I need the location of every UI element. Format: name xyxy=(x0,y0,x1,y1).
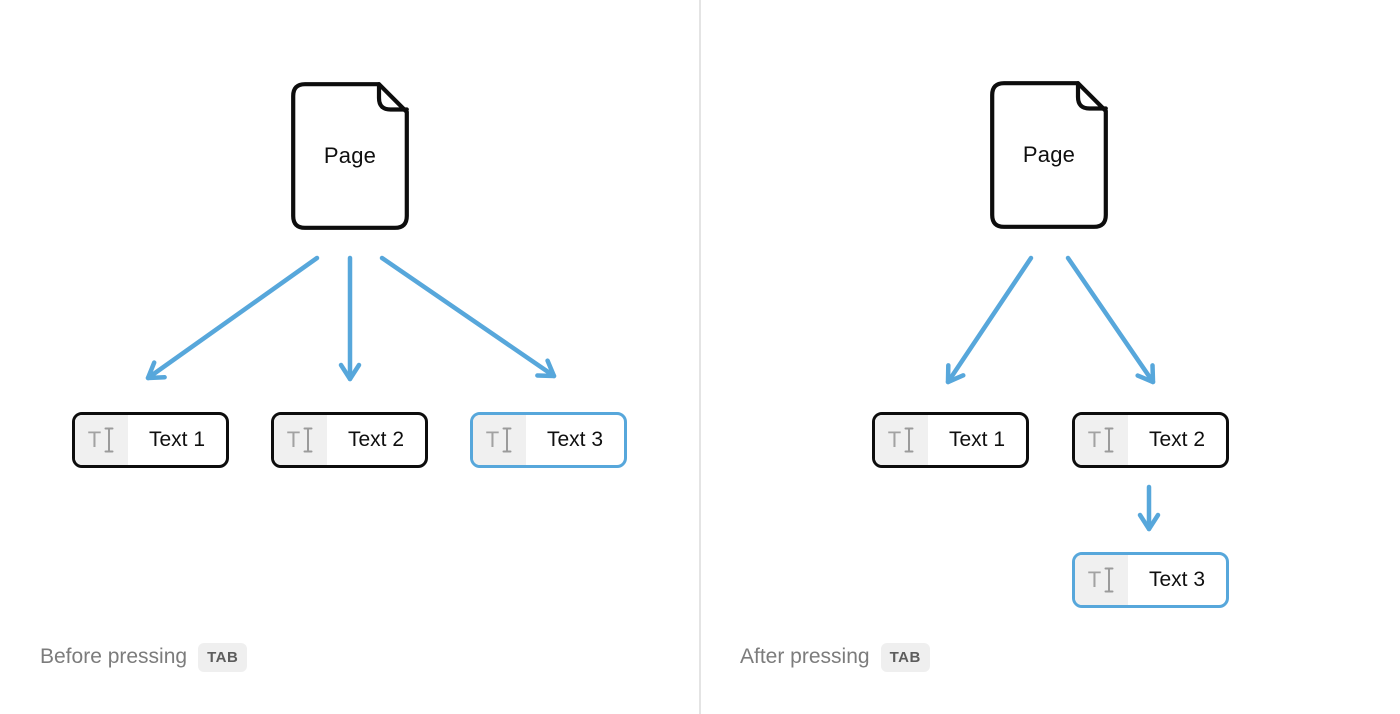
caption-text: Before pressing xyxy=(40,645,188,668)
caption-after: After pressing TAB xyxy=(740,640,930,674)
text-block-1: T Text 1 xyxy=(872,412,1029,468)
ibeam-cursor-icon xyxy=(1104,427,1114,453)
text-cursor-icon: T xyxy=(1075,555,1128,605)
text-cursor-icon: T xyxy=(75,415,128,465)
text-cursor-icon: T xyxy=(875,415,928,465)
page-document-icon xyxy=(291,82,409,230)
page-label: Page xyxy=(323,143,377,168)
text-icon-glyph: T xyxy=(1087,567,1102,592)
page-node: Page xyxy=(291,82,409,230)
tab-key-badge: TAB xyxy=(880,642,930,672)
page-document-icon xyxy=(990,81,1108,229)
arrow-after-page-to-text2 xyxy=(1065,255,1156,385)
arrow-before-page-to-text1 xyxy=(145,255,320,381)
ibeam-cursor-icon xyxy=(904,427,914,453)
text-block-3-highlighted-nested: T Text 3 xyxy=(1072,552,1229,608)
ibeam-cursor-icon xyxy=(1104,567,1114,593)
tab-key-badge: TAB xyxy=(198,642,248,672)
text-icon-glyph: T xyxy=(485,427,500,452)
ibeam-cursor-icon xyxy=(502,427,512,453)
text-block-3-highlighted: T Text 3 xyxy=(470,412,627,468)
text-icon-glyph: T xyxy=(887,427,902,452)
ibeam-cursor-icon xyxy=(303,427,313,453)
ibeam-cursor-icon xyxy=(104,427,114,453)
block-label: Text 2 xyxy=(1148,428,1206,451)
text-cursor-icon: T xyxy=(1075,415,1128,465)
panel-divider xyxy=(699,0,701,714)
block-label: Text 2 xyxy=(347,428,405,451)
text-cursor-icon: T xyxy=(473,415,526,465)
page-node: Page xyxy=(990,81,1108,229)
text-block-1: T Text 1 xyxy=(72,412,229,468)
block-label: Text 3 xyxy=(1148,568,1206,591)
text-cursor-icon: T xyxy=(274,415,327,465)
text-icon-glyph: T xyxy=(1087,427,1102,452)
text-icon-glyph: T xyxy=(87,427,102,452)
arrow-after-page-to-text1 xyxy=(945,255,1034,385)
block-label: Text 3 xyxy=(546,428,604,451)
caption-text: After pressing xyxy=(740,645,870,668)
text-block-2: T Text 2 xyxy=(271,412,428,468)
arrow-before-page-to-text3 xyxy=(379,255,557,379)
block-label: Text 1 xyxy=(948,428,1006,451)
text-icon-glyph: T xyxy=(286,427,301,452)
caption-before: Before pressing TAB xyxy=(40,640,248,674)
page-label: Page xyxy=(1022,142,1076,167)
text-block-2: T Text 2 xyxy=(1072,412,1229,468)
block-label: Text 1 xyxy=(148,428,206,451)
